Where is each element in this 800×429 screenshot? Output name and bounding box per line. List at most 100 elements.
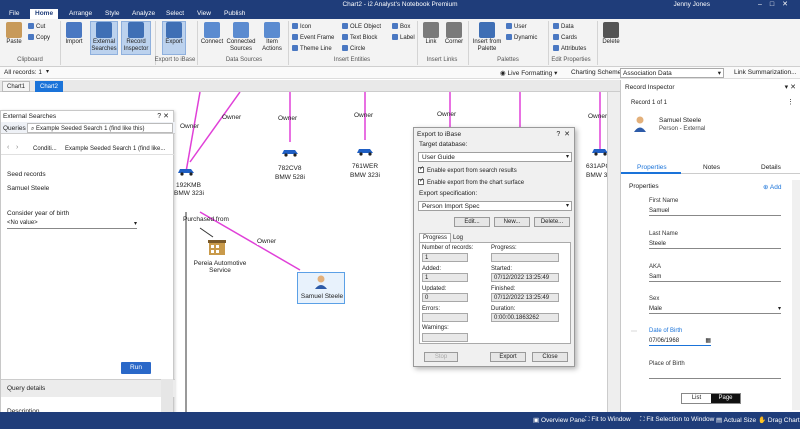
fit-window-button[interactable]: ⛶ Fit to Window (585, 416, 631, 423)
tab-chart1[interactable]: Chart1 (2, 81, 31, 92)
drag-handle-icon[interactable]: ⋯ (631, 329, 637, 335)
theme-line-button[interactable]: Theme Line (292, 45, 332, 52)
live-formatting-toggle[interactable]: ◉ Live Formatting ▾ (500, 70, 558, 77)
car-icon[interactable] (590, 146, 610, 156)
inspector-controls[interactable]: ▾ ✕ (784, 84, 796, 91)
add-property-button[interactable]: ⊕ Add (763, 184, 782, 191)
icon-button[interactable]: Icon (292, 23, 311, 30)
chart-scrollbar[interactable] (607, 92, 620, 412)
run-button[interactable]: Run (121, 362, 151, 374)
forward-icon[interactable]: › (16, 144, 19, 151)
new-button[interactable]: New... (494, 217, 530, 227)
tab-view[interactable]: View (197, 10, 211, 17)
user-name[interactable]: Jenny Jones (673, 1, 711, 8)
cards-button[interactable]: Cards (553, 34, 577, 41)
car-icon[interactable] (280, 147, 300, 157)
search-tab[interactable]: ⌕ Example Seeded Search 1 (find like thi… (27, 123, 173, 133)
box-button[interactable]: Box (392, 23, 410, 30)
tab-arrange[interactable]: Arrange (69, 10, 93, 17)
connect-button[interactable]: Connect (200, 22, 224, 46)
tab-analyze[interactable]: Analyze (132, 10, 156, 17)
label-button[interactable]: Label (392, 34, 415, 41)
dialog-export-button[interactable]: Export (490, 352, 526, 362)
panel-controls[interactable]: ? ✕ (157, 113, 169, 120)
delete-spec-button[interactable]: Delete... (534, 217, 570, 227)
link-label-purchased-from[interactable]: Purchased from (183, 216, 229, 223)
record-inspector-button[interactable]: Record Inspector (121, 21, 151, 55)
tab-file[interactable]: File (9, 10, 20, 17)
ole-object-button[interactable]: OLE Object (342, 23, 381, 30)
dialog-controls[interactable]: ? ✕ (556, 131, 570, 138)
text-block-button[interactable]: Text Block (342, 34, 377, 41)
insert-from-palette-button[interactable]: Insert from Palette (471, 22, 503, 53)
selected-person-node[interactable]: Samuel Steele (297, 272, 345, 304)
corner-button[interactable]: Corner (443, 22, 465, 46)
tab-select[interactable]: Select (166, 10, 185, 17)
all-records-dropdown[interactable]: All records: 1 (4, 69, 42, 76)
first-name-field[interactable]: Samuel (649, 207, 781, 216)
stop-button[interactable]: Stop (424, 352, 458, 362)
data-button[interactable]: Data (553, 23, 574, 30)
connected-sources-button[interactable]: Connected Sources (225, 22, 257, 53)
tab-home[interactable]: Home (30, 9, 59, 19)
external-searches-button[interactable]: External Searches (90, 21, 118, 55)
event-frame-button[interactable]: Event Frame (292, 34, 334, 41)
inspector-scrollbar[interactable] (792, 180, 800, 410)
list-view-button[interactable]: List (682, 394, 711, 403)
import-button[interactable]: Import (63, 22, 85, 46)
tab-log[interactable]: Log (453, 235, 464, 241)
seed-records-value[interactable]: Samuel Steele (7, 185, 50, 192)
window-controls[interactable]: –□✕ (758, 1, 796, 8)
link-summarization-button[interactable]: Link Summarization... (734, 69, 797, 76)
cut-button[interactable]: Cut (28, 23, 45, 30)
fit-selection-button[interactable]: ⛶ Fit Selection to Window (640, 416, 715, 423)
conditions-crumb[interactable]: Conditi... (33, 146, 57, 152)
copy-button[interactable]: Copy (28, 34, 50, 41)
building-icon[interactable] (207, 238, 227, 256)
aka-field[interactable]: Sam (649, 273, 781, 282)
attributes-button[interactable]: Attributes (553, 45, 586, 52)
target-db-select[interactable]: User Guide (418, 152, 572, 162)
export-surface-checkbox[interactable]: Enable export from the chart surface (418, 177, 524, 186)
edit-button[interactable]: Edit... (454, 217, 490, 227)
chevron-down-icon[interactable]: ▾ (46, 69, 50, 75)
sex-select[interactable]: Male▾ (649, 306, 781, 314)
tab-style[interactable]: Style (105, 10, 120, 17)
page-view-button[interactable]: Page (711, 394, 740, 403)
circle-button[interactable]: Circle (342, 45, 365, 52)
overview-pane-button[interactable]: ▣ Overview Pane (533, 417, 586, 424)
user-palette-button[interactable]: User (506, 23, 527, 30)
export-search-checkbox[interactable]: Enable export from search results (418, 165, 517, 174)
tab-notes[interactable]: Notes (703, 164, 720, 171)
more-icon[interactable]: ⋮ (787, 99, 794, 106)
link-label-owner[interactable]: Owner (588, 113, 608, 120)
drag-chart-button[interactable]: ✋ Drag Chart (758, 417, 800, 424)
charting-scheme-select[interactable]: Association Data▾ (620, 68, 724, 78)
search-crumb[interactable]: Example Seeded Search 1 (find like... (65, 146, 166, 152)
link-label-owner[interactable]: Owner (222, 114, 242, 121)
link-label-owner[interactable]: Owner (278, 115, 298, 122)
actual-size-button[interactable]: ▤ Actual Size (716, 417, 757, 424)
dialog-close-button[interactable]: Close (532, 352, 568, 362)
tab-publish[interactable]: Publish (224, 10, 246, 17)
link-button[interactable]: Link (421, 22, 441, 46)
car-icon[interactable] (176, 166, 196, 176)
queries-tab[interactable]: Queries (3, 125, 26, 132)
tab-chart2[interactable]: Chart2 (35, 81, 64, 92)
export-button[interactable]: Export (162, 21, 186, 55)
dynamic-palette-button[interactable]: Dynamic (506, 34, 537, 41)
last-name-field[interactable]: Steele (649, 240, 781, 249)
link-label-owner[interactable]: Owner (180, 123, 200, 130)
link-label-owner[interactable]: Owner (257, 238, 277, 245)
item-actions-button[interactable]: Item Actions (259, 22, 285, 53)
dob-field[interactable]: 07/06/1968▦ (649, 338, 711, 346)
tab-progress[interactable]: Progress (419, 233, 452, 242)
pob-field[interactable] (649, 370, 781, 379)
link-label-owner[interactable]: Owner (354, 112, 374, 119)
query-details-heading[interactable]: Query details (7, 385, 46, 392)
tab-details[interactable]: Details (761, 164, 781, 171)
delete-button[interactable]: Delete (600, 22, 622, 46)
back-icon[interactable]: ‹ (7, 144, 10, 151)
link-label-owner[interactable]: Owner (437, 111, 457, 118)
tab-properties[interactable]: Properties (637, 164, 667, 171)
